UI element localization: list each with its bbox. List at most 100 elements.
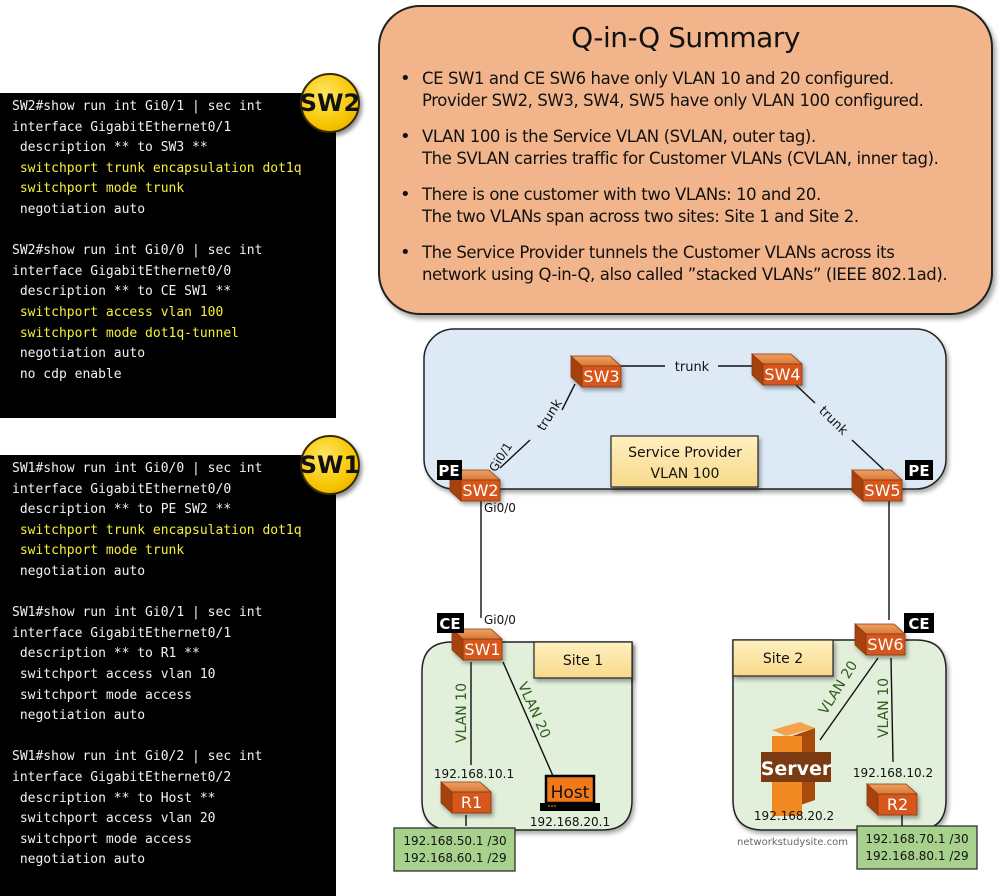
sw1-badge: SW1 [300,435,360,495]
summary-bullet-line: The Service Provider tunnels the Custome… [422,243,895,262]
config-line: SW1#show run int Gi0/0 | sec int [12,461,263,476]
config-line: interface GigabitEthernet0/0 [12,263,232,279]
r2-label: R2 [887,795,908,814]
config-line: switchport access vlan 10 [12,666,216,682]
sw6-label: SW6 [867,635,903,654]
config-line: SW1#show run int Gi0/1 | sec int [12,605,263,621]
config-line: description ** to Host ** [12,790,216,806]
summary-bullet: VLAN 100 is the Service VLAN (SVLAN, out… [400,126,991,170]
config-line: switchport mode trunk [12,181,185,197]
gi00-label-sw1: Gi0/0 [484,613,516,627]
summary-bullet-line: VLAN 100 is the Service VLAN (SVLAN, out… [422,127,816,146]
site2-label: Site 2 [763,651,803,667]
site1-label: Site 1 [563,653,603,669]
sw4-device-icon: SW4 [750,353,804,386]
summary-title: Q-in-Q Summary [571,21,800,54]
config-line: switchport mode access [12,831,193,847]
config-line: description ** to CE SW1 ** [12,284,232,300]
pe-tag-sw5 [905,460,933,480]
gi00-label-sw2: Gi0/0 [484,501,516,515]
sw4-label: SW4 [764,365,800,384]
config-line: negotiation auto [12,563,146,579]
sw3-label: SW3 [583,367,619,386]
config-line: description ** to SW3 ** [12,140,208,156]
summary-bullet-line: Provider SW2, SW3, SW4, SW5 have only VL… [422,91,924,110]
config-line: SW2#show run int Gi0/1 | sec int [12,99,263,114]
config-line: description ** to R1 ** [12,646,200,662]
host-address: 192.168.20.1 [530,815,610,829]
summary-bullet-line: CE SW1 and CE SW6 have only VLAN 10 and … [422,69,894,88]
config-line: negotiation auto [12,708,146,724]
pe-tag-sw2-label: PE [438,462,459,480]
sw1-label: SW1 [464,640,500,659]
summary-bullets: CE SW1 and CE SW6 have only VLAN 10 and … [380,68,991,286]
config-line [12,583,336,604]
sw5-device-icon: SW5 [850,469,904,502]
summary-bullet: The Service Provider tunnels the Custome… [400,242,991,286]
server-address: 192.168.20.2 [754,809,834,823]
config-line: SW2#show run int Gi0/0 | sec int [12,243,263,259]
qinq-summary-panel: Q-in-Q Summary CE SW1 and CE SW6 have on… [378,5,993,315]
config-line: no cdp enable [12,366,122,382]
summary-bullet-line: The two VLANs span across two sites: Sit… [422,207,859,226]
sw2-badge: SW2 [300,73,360,133]
site2-label-box [732,639,834,677]
r1-network-1: 192.168.50.1 /30 [403,834,506,848]
config-line: switchport trunk encapsulation dot1q [12,522,302,538]
r2-networks-box [856,825,978,870]
host-laptop-icon [540,774,600,811]
config-line: description ** to PE SW2 ** [12,502,232,518]
r2-network-1: 192.168.70.1 /30 [865,832,968,846]
config-line [12,727,336,748]
config-line: switchport access vlan 20 [12,811,216,827]
summary-bullet: There is one customer with two VLANs: 10… [400,184,991,228]
pe-tag-sw2 [437,460,462,480]
sw6-device-icon: SW6 [853,623,907,656]
config-line: interface GigabitEthernet0/0 [12,481,232,497]
service-provider-area [423,328,947,490]
summary-bullet-line: There is one customer with two VLANs: 10… [422,185,821,204]
r2-network-2: 192.168.80.1 /29 [865,849,968,863]
r1-address: 192.168.10.1 [434,767,514,781]
site1-label-box [533,641,633,679]
r1-device-icon: R1 [439,781,493,814]
config-line: SW1#show run int Gi0/2 | sec int [12,749,263,765]
sw3-device-icon: SW3 [569,355,623,388]
summary-bullet: CE SW1 and CE SW6 have only VLAN 10 and … [400,68,991,112]
ce-tag-sw6-label: CE [908,615,929,633]
sw2-config-terminal: SW2#show run int Gi0/1 | sec int interfac… [0,93,336,418]
vlan100-label: VLAN 100 [651,466,720,482]
config-line [12,221,336,242]
trunk-label-sw3-sw4: trunk [675,360,710,375]
vlan10-label-site2: VLAN 10 [876,678,892,738]
pe-tag-sw5-label: PE [908,462,929,480]
ce-tag-sw1 [437,613,464,633]
sw5-label: SW5 [864,481,900,500]
ce-tag-sw1-label: CE [439,615,460,633]
sw2-label: SW2 [462,481,498,500]
server-icon [761,722,831,816]
links [465,365,903,826]
config-line: switchport access vlan 100 [12,304,224,320]
config-line: interface GigabitEthernet0/1 [12,625,232,641]
config-line: interface GigabitEthernet0/2 [12,769,232,785]
config-line: switchport mode access [12,687,193,703]
summary-bullet-line: The SVLAN carries traffic for Customer V… [422,149,939,168]
vlan10-label-site1: VLAN 10 [454,683,470,743]
sw1-device-icon: SW1 [450,628,504,661]
service-provider-label: Service Provider [628,445,742,461]
service-provider-label-box [610,435,759,488]
config-line: negotiation auto [12,201,146,217]
config-line: negotiation auto [12,346,146,362]
r1-network-2: 192.168.60.1 /29 [403,851,506,865]
ce-tag-sw6 [904,613,934,633]
config-line: switchport trunk encapsulation dot1q [12,160,302,176]
r2-device-icon: R2 [865,783,919,816]
r1-label: R1 [461,793,482,812]
server-label: Server [761,758,832,780]
r2-address: 192.168.10.2 [853,766,933,780]
watermark: networkstudysite.com [737,837,848,848]
config-line: switchport mode trunk [12,543,185,559]
sw1-config-terminal: SW1#show run int Gi0/0 | sec int interfac… [0,455,336,896]
